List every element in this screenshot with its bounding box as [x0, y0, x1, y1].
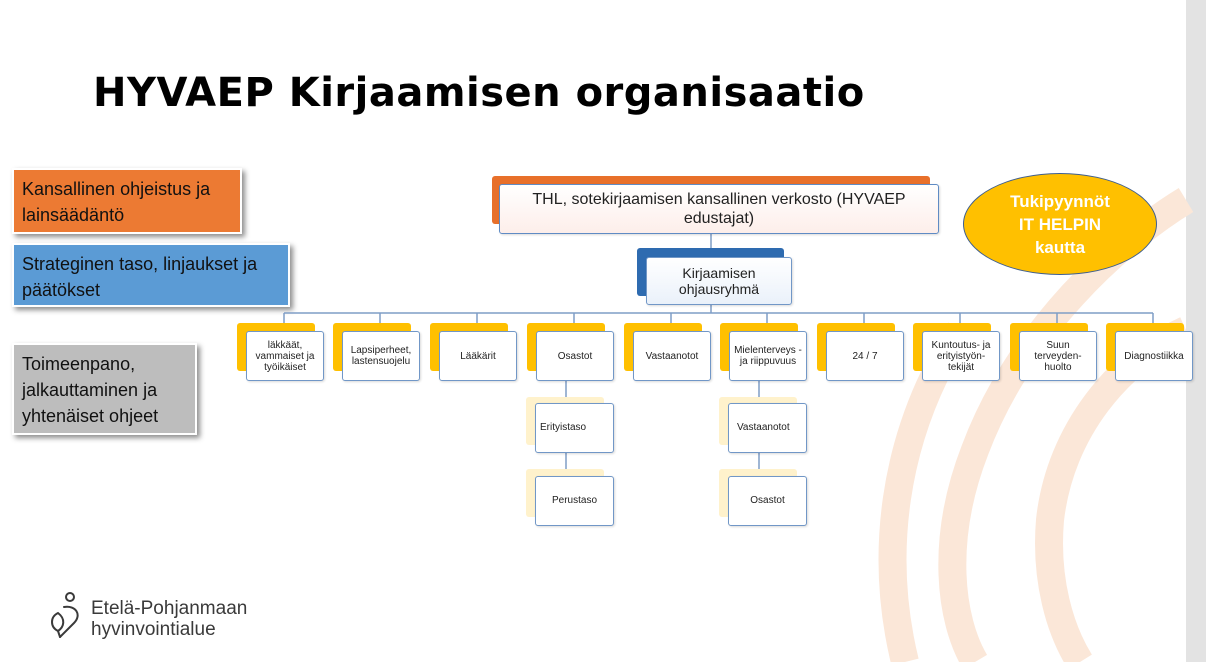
organization-logotype: Etelä-Pohjanmaan hyvinvointialue: [91, 598, 247, 640]
unit-elderly-disabled-working-age: läkkäät, vammaiset ja työikäiset: [246, 331, 324, 381]
unit-label: Suun terveyden-huolto: [1034, 339, 1082, 373]
unit-label: Mielenterveys - ja riippuvuus: [734, 345, 802, 367]
unit-families-child-protection: Lapsiperheet, lastensuojelu: [342, 331, 420, 381]
unit-label: läkkäät, vammaiset ja työikäiset: [255, 339, 315, 373]
unit-label: Lapsiperheet, lastensuojelu: [350, 345, 412, 367]
unit-wards: Osastot: [536, 331, 614, 381]
legend-national-level: Kansallinen ohjeistus ja lainsäädäntö: [12, 168, 242, 234]
subunit-label: Perustaso: [551, 495, 598, 506]
logo-line-1: Etelä-Pohjanmaan: [91, 598, 248, 619]
it-helpdesk-callout: Tukipyynnöt IT HELPIN kautta: [963, 173, 1157, 275]
node-thl-national-network: THL, sotekirjaamisen kansallinen verkost…: [499, 184, 939, 234]
subunit-label: Erityistaso: [540, 422, 587, 433]
node-steering-group: Kirjaamisen ohjausryhmä: [646, 257, 792, 305]
legend-strategic-level: Strateginen taso, linjaukset ja päätökse…: [12, 243, 290, 307]
unit-mental-health-substance-abuse: Mielenterveys - ja riippuvuus: [729, 331, 807, 381]
subunit-wards-specialist-level: Erityistaso: [535, 403, 614, 453]
helpdesk-line-2: IT HELPIN: [1018, 214, 1102, 234]
slide-edge: [1186, 0, 1206, 662]
unit-label: Kuntoutus- ja erityistyön-tekijät: [931, 339, 991, 373]
unit-24-7: 24 / 7: [826, 331, 904, 381]
unit-label: Vastaanotot: [645, 350, 699, 362]
unit-label: 24 / 7: [852, 350, 878, 362]
legend-implementation-level: Toimeenpano, jalkauttaminen ja yhtenäise…: [12, 343, 197, 435]
logo-line-2: hyvinvointialue: [91, 619, 216, 640]
unit-label: Lääkärit: [460, 350, 496, 362]
subunit-label: Osastot: [750, 495, 785, 506]
subunit-mental-health-outpatient: Vastaanotot: [728, 403, 807, 453]
unit-diagnostics: Diagnostiikka: [1115, 331, 1193, 381]
leaf-person-icon: [51, 592, 79, 638]
unit-outpatient-clinics: Vastaanotot: [633, 331, 711, 381]
unit-oral-health: Suun terveyden-huolto: [1019, 331, 1097, 381]
unit-physicians: Lääkärit: [439, 331, 517, 381]
node-steering-group-label: Kirjaamisen ohjausryhmä: [678, 265, 760, 297]
node-thl-label: THL, sotekirjaamisen kansallinen verkost…: [532, 191, 906, 227]
helpdesk-line-1: Tukipyynnöt: [1010, 191, 1110, 211]
slide-title: HYVAEP Kirjaamisen organisaatio: [93, 70, 865, 116]
unit-label: Diagnostiikka: [1124, 350, 1184, 362]
subunit-mental-health-wards: Osastot: [728, 476, 807, 526]
unit-label: Osastot: [557, 350, 593, 362]
unit-rehabilitation-specialists: Kuntoutus- ja erityistyön-tekijät: [922, 331, 1000, 381]
helpdesk-line-3: kautta: [1034, 237, 1086, 257]
subunit-wards-basic-level: Perustaso: [535, 476, 614, 526]
subunit-label: Vastaanotot: [737, 422, 790, 433]
